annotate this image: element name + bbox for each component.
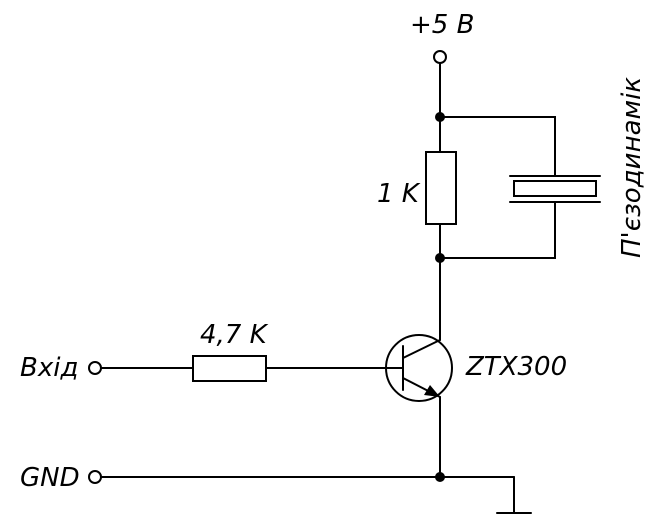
piezo-bottom-wire [439, 201, 556, 259]
gnd-terminal [88, 470, 102, 484]
resistor-4k7-label: 4,7 K [200, 320, 269, 350]
input-label: Вхід [20, 353, 78, 383]
piezo-top-wire [439, 116, 556, 177]
resistor-1k-label: 1 K [377, 179, 421, 209]
emitter-arrow-icon [424, 385, 440, 397]
supply-terminal [433, 50, 447, 64]
transistor-label: ZTX300 [465, 352, 567, 382]
piezo-crystal [513, 180, 597, 197]
piezo-label: П'єзодинамік [617, 77, 647, 258]
transistor-collector [402, 339, 441, 359]
resistor-1k [425, 151, 457, 225]
supply-label: +5 В [410, 10, 474, 40]
gnd-label: GND [20, 463, 80, 493]
input-terminal [88, 361, 102, 375]
resistor-4k7 [192, 355, 267, 382]
